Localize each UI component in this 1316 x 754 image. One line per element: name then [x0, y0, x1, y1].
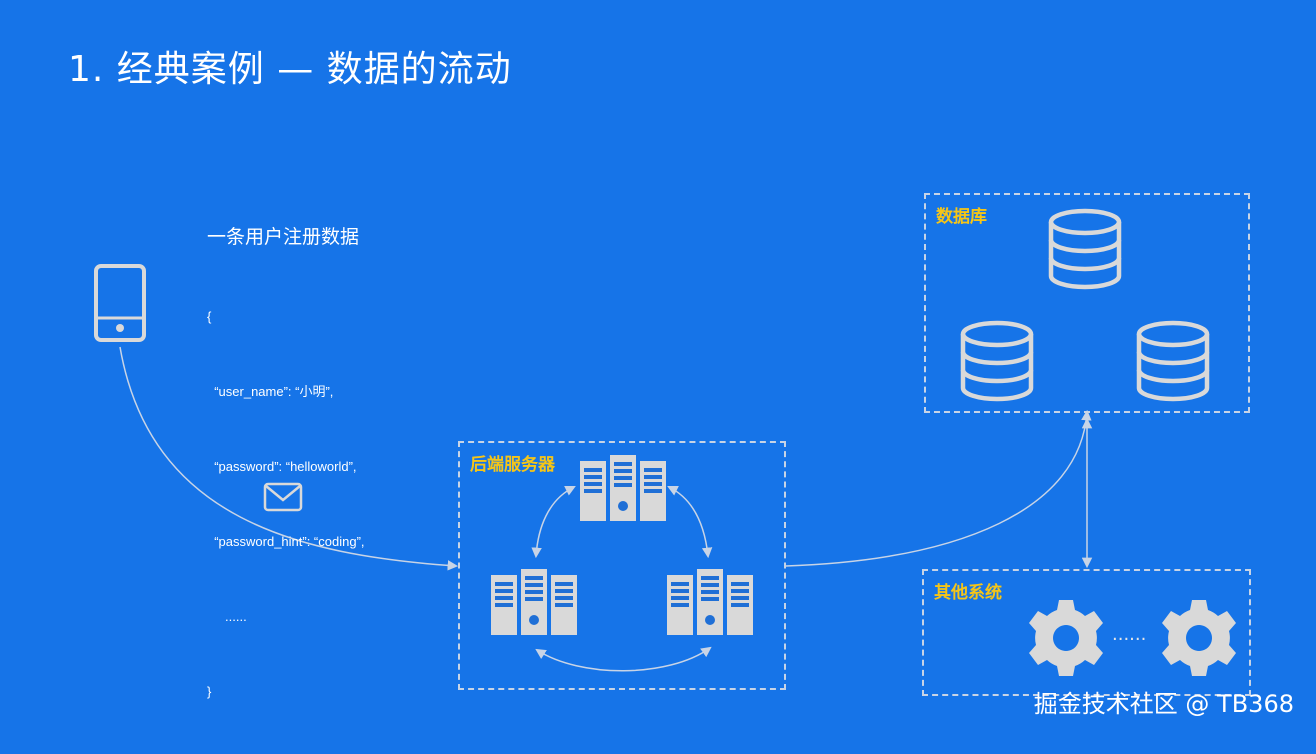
other-systems-group — [922, 569, 1251, 696]
phone-icon — [94, 264, 146, 342]
payload-line: { — [207, 309, 212, 324]
payload-heading: 一条用户注册数据 — [207, 226, 360, 248]
more-systems-ellipsis: ...... — [1112, 624, 1147, 645]
database-group — [924, 193, 1250, 413]
server-link-bottom — [535, 646, 712, 672]
payload-line: “password”: “helloworld”, — [207, 459, 357, 474]
envelope-icon — [263, 482, 303, 512]
backend-group — [458, 441, 786, 690]
slide-title: 1. 经典案例 — 数据的流动 — [68, 49, 512, 90]
payload-line: ...... — [207, 609, 247, 624]
payload-line: “password_hint”: “coding”, — [207, 534, 365, 549]
server-link-left — [531, 486, 576, 559]
other-systems-group-label: 其他系统 — [934, 583, 1002, 603]
payload-json: { “user_name”: “小明”, “password”: “hellow… — [207, 254, 365, 754]
client-to-backend-line — [119, 346, 459, 571]
database-group-label: 数据库 — [936, 207, 987, 227]
payload-line: } — [207, 684, 212, 699]
watermark: 掘金技术社区 @ TB368 — [1033, 690, 1294, 718]
backend-group-label: 后端服务器 — [470, 455, 555, 475]
payload-line: “user_name”: “小明”, — [207, 384, 334, 399]
backend-to-database-line — [785, 409, 1092, 567]
server-link-right — [667, 486, 713, 559]
